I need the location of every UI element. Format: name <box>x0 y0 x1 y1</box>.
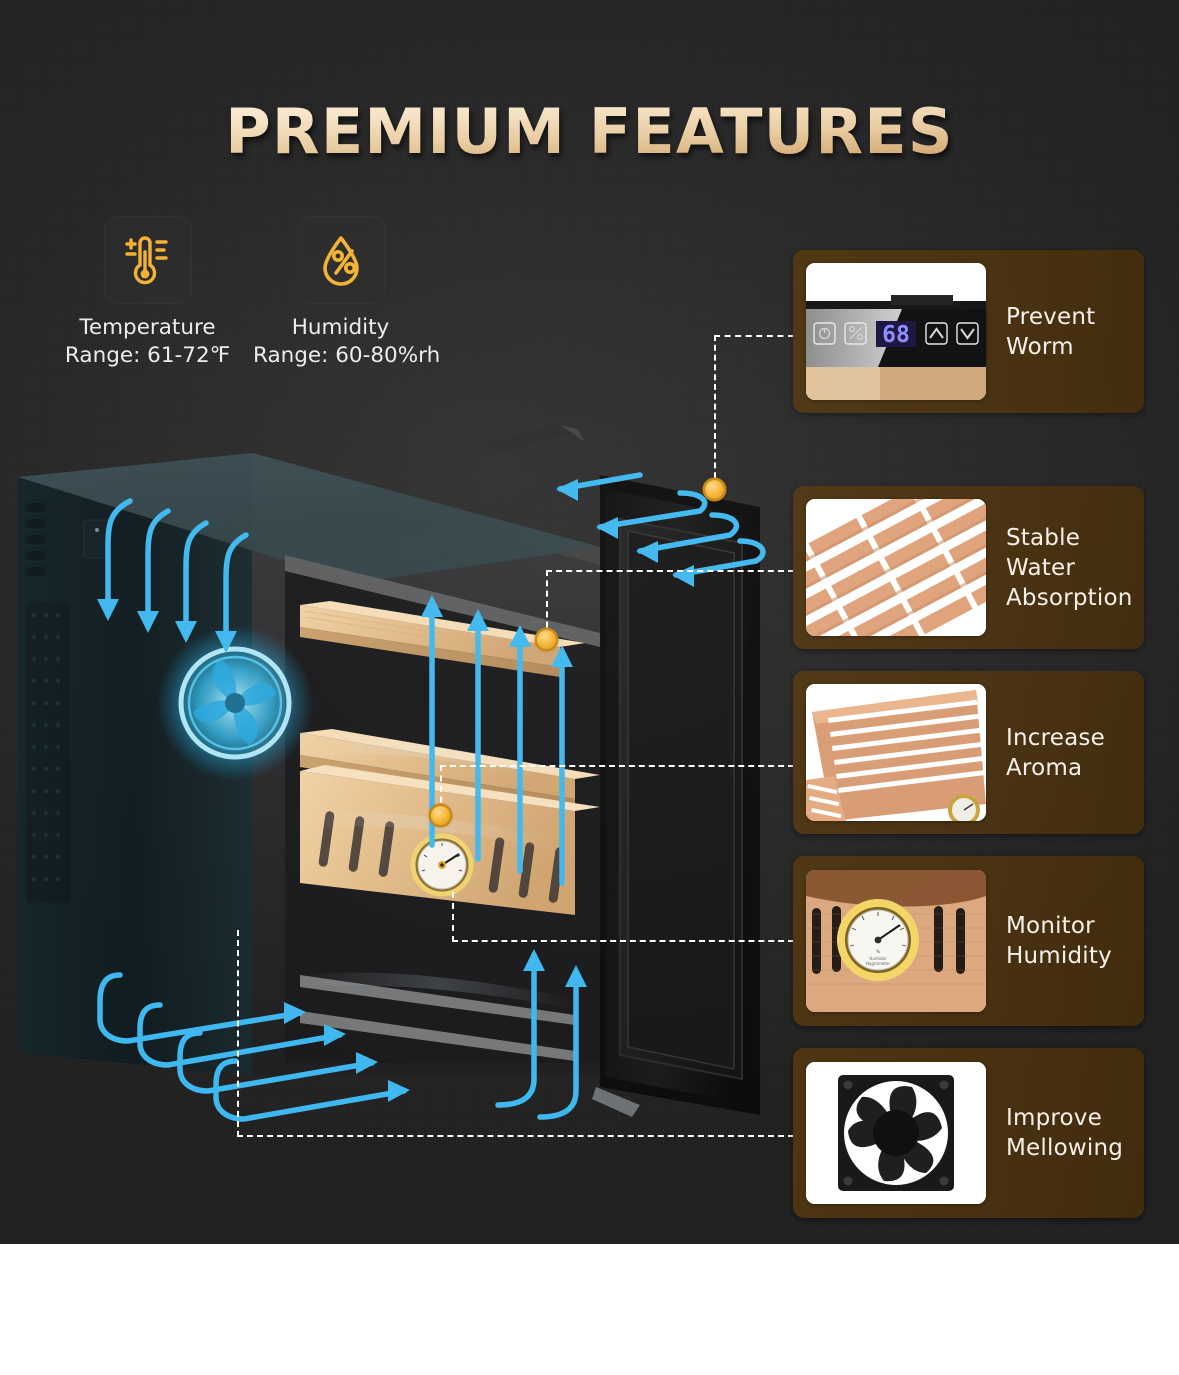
thermometer-icon <box>103 216 192 304</box>
humidor-cabinet-illustration <box>0 415 800 1175</box>
feature-label-monitor-humidity: Monitor Humidity <box>1006 911 1112 971</box>
feature-label-line2: Aroma <box>1006 754 1083 781</box>
feature-label-line1: Monitor <box>1006 913 1095 939</box>
feature-label-line2: Worm <box>1006 333 1074 360</box>
feature-label-line2: Humidity <box>1006 943 1112 969</box>
cabinet-glass-door <box>592 475 760 1117</box>
connector-line-improve-mellowing-v <box>237 930 239 1137</box>
feature-card-monitor-humidity[interactable]: % Humidor Hygrometer Monitor Humidity <box>793 856 1144 1026</box>
connector-line-water-absorption <box>546 570 794 572</box>
connector-line-increase-aroma <box>440 765 794 767</box>
connector-line-water-absorption-v <box>546 570 548 638</box>
airflow-arrowheads <box>97 479 694 1102</box>
control-panel-photo: 68 <box>806 263 986 400</box>
humidity-drop-icon <box>296 216 385 304</box>
connector-line-monitor-humidity <box>452 940 794 942</box>
feature-label-prevent-worm: Prevent Worm <box>1006 302 1095 362</box>
feature-card-improve-mellowing[interactable]: Improve Mellowing <box>793 1048 1144 1218</box>
connector-line-prevent-worm-h <box>714 335 794 337</box>
connector-line-improve-mellowing <box>237 1135 794 1137</box>
svg-text:Humidor: Humidor <box>869 956 887 961</box>
connector-dot-prevent-worm <box>705 480 724 499</box>
connector-dot-water-absorption <box>537 630 556 649</box>
feature-label-line2: Absorption <box>1006 584 1133 611</box>
feature-label-line1: Prevent <box>1006 303 1096 330</box>
cedar-slats-photo <box>806 499 986 636</box>
feature-label-line1: Increase <box>1006 724 1105 751</box>
feature-label-line1: Improve <box>1006 1105 1102 1131</box>
spec-temperature-label: Temperature <box>79 315 216 340</box>
cooling-fan-photo <box>806 1062 986 1204</box>
feature-card-increase-aroma[interactable]: Increase Aroma <box>793 671 1144 834</box>
spec-humidity: Humidity Range: 60-80%rh <box>253 216 441 370</box>
spec-temperature: Temperature Range: 61-72℉ <box>60 216 235 370</box>
internal-fan-glow <box>157 625 313 781</box>
spec-humidity-range: Range: 60-80%rh <box>253 343 441 368</box>
feature-label-increase-aroma: Increase Aroma <box>1006 723 1105 783</box>
hygrometer-dial-icon: % Humidor Hygrometer <box>837 899 919 981</box>
feature-label-line1: Stable Water <box>1006 524 1081 581</box>
feature-card-water-absorption[interactable]: Stable Water Absorption <box>793 486 1144 649</box>
display-value: 68 <box>882 322 910 348</box>
feature-card-prevent-worm[interactable]: 68 Prevent Worm <box>793 250 1144 413</box>
spec-temperature-range: Range: 61-72℉ <box>64 343 231 368</box>
svg-text:%: % <box>876 949 881 955</box>
connector-dot-increase-aroma <box>431 806 450 825</box>
connector-line-monitor-humidity-v <box>452 892 454 942</box>
hygrometer-dial <box>410 833 474 897</box>
infographic-panel: PREMIUM FEATURES Temperature Range: 61-7… <box>0 0 1179 1244</box>
connector-line-increase-aroma-v <box>440 765 442 813</box>
cedar-drawer-photo <box>806 684 986 821</box>
feature-label-improve-mellowing: Improve Mellowing <box>1006 1103 1123 1163</box>
feature-label-line2: Mellowing <box>1006 1135 1124 1161</box>
connector-line-prevent-worm-v <box>714 335 716 488</box>
page-title: PREMIUM FEATURES <box>0 95 1179 168</box>
feature-label-water-absorption: Stable Water Absorption <box>1006 523 1144 613</box>
hygrometer-photo: % Humidor Hygrometer <box>806 870 986 1012</box>
spec-humidity-label: Humidity <box>291 315 390 340</box>
svg-text:Hygrometer: Hygrometer <box>866 961 890 966</box>
